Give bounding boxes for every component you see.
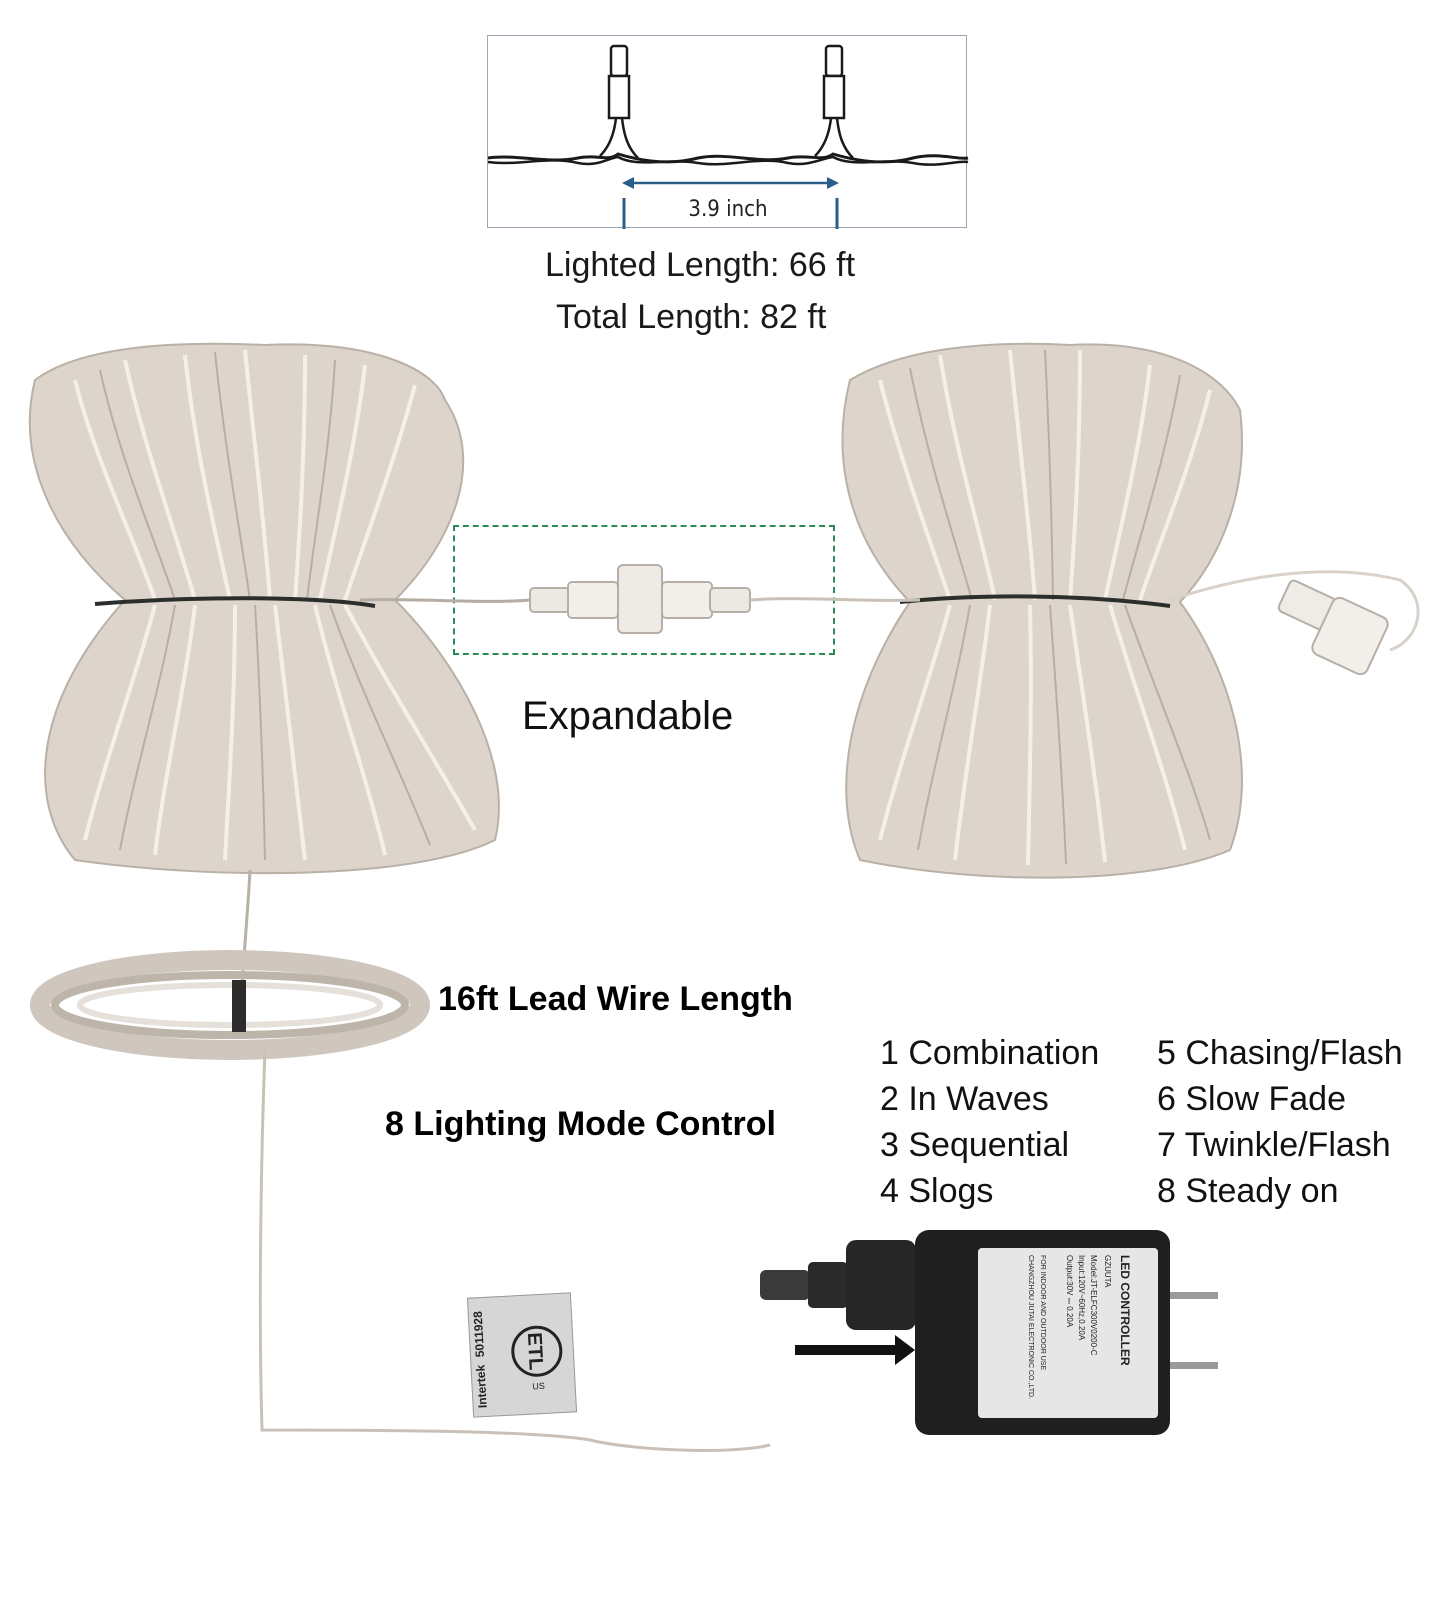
adapter-brand: GZUUTA [1103,1255,1112,1288]
bulb-1-icon [599,44,639,159]
lead-wire-label: 16ft Lead Wire Length [438,980,793,1018]
left-light-bundle-image [28,342,500,875]
mode-item: 1 Combination [880,1034,1100,1072]
mode-item: 2 In Waves [880,1080,1049,1118]
expandable-label: Expandable [522,694,734,738]
total-length-text: Total Length: 82 ft [556,298,827,336]
etl-mark-text: ETL [523,1332,547,1371]
adapter-input: Input:120V~60Hz,0.20A [1077,1255,1086,1341]
power-adapter-image: LED CONTROLLER GZUUTA Model:JT-ELFC300V0… [760,1230,1218,1435]
tag-number: 5011928 [470,1311,488,1358]
lead-wire-coil-image [30,869,771,1452]
bulb-spacing-illustration: 3.9 inch [487,44,969,229]
mode-control-label: 8 Lighting Mode Control [385,1105,776,1143]
mode-item: 4 Slogs [880,1172,994,1210]
etl-logo-icon: ETL US [511,1325,563,1392]
bulb-2-icon [814,44,854,159]
end-connector-image [1169,570,1420,676]
mode-item: 5 Chasing/Flash [1157,1034,1403,1072]
adapter-maker: CHANGZHOU JUTAI ELECTRONIC CO.,LTD. [1027,1255,1034,1399]
etl-certification-tag: Intertek 5011928 ETL US [466,1292,578,1418]
connector-plug-image [359,564,921,634]
adapter-output: Output:30V ⎓ 0.20A [1065,1255,1074,1328]
expandable-highlight-box [453,525,835,655]
spacing-label: 3.9 inch [688,197,767,222]
mode-item: 8 Steady on [1157,1172,1339,1210]
adapter-use: FOR INDOOR AND OUTDOOR USE [1039,1255,1046,1370]
mode-item: 6 Slow Fade [1157,1080,1346,1118]
lighted-length-text: Lighted Length: 66 ft [545,246,856,284]
modes-list-right: 5 Chasing/Flash 6 Slow Fade 7 Twinkle/Fl… [1157,1030,1403,1214]
modes-list-left: 1 Combination 2 In Waves 3 Sequential 4 … [880,1030,1099,1214]
right-light-bundle-image [841,342,1243,879]
tag-country: US [532,1381,545,1392]
mode-item: 3 Sequential [880,1126,1070,1164]
mode-item: 7 Twinkle/Flash [1157,1126,1391,1164]
adapter-title: LED CONTROLLER [1118,1255,1132,1366]
bulb-spacing-diagram: 3.9 inch [487,35,969,229]
tag-brand: Intertek [473,1364,490,1409]
adapter-model: Model:JT-ELFC300V0200-C [1089,1255,1098,1356]
